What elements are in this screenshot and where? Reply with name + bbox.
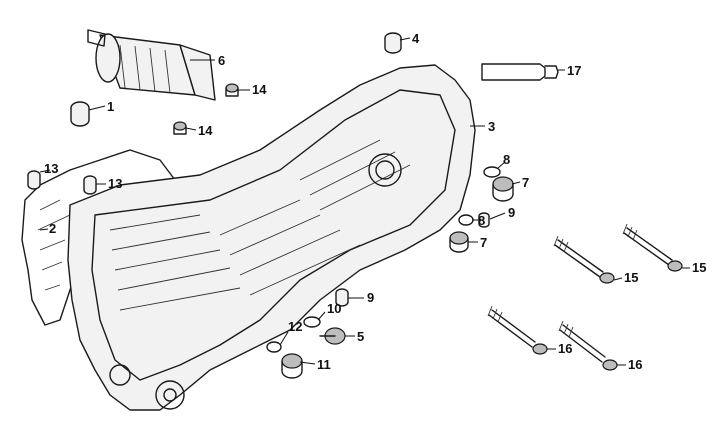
part-7-plug-lower: [449, 231, 469, 253]
callout-8-upper: 8: [503, 152, 510, 167]
callout-15-right: 15: [692, 260, 706, 275]
part-1-dowel: [70, 101, 90, 127]
callout-7-lower: 7: [480, 235, 487, 250]
callout-14-upper: 14: [252, 82, 267, 97]
callout-16-left: 16: [558, 341, 572, 356]
starter-motor: [87, 29, 216, 101]
callout-5: 5: [357, 329, 364, 344]
callout-13-right: 13: [108, 176, 122, 191]
callout-labels: 1 2 3 4 5 6 7 7 8 8 9 9 10 11 12 13 13 1…: [44, 31, 706, 372]
callout-8-lower: 8: [478, 213, 485, 228]
callout-1: 1: [107, 99, 114, 114]
part-8-washer-lower: [458, 214, 474, 226]
leader-lines: [39, 37, 690, 366]
part-17-shaft: [481, 63, 559, 81]
callout-9-lower: 9: [367, 290, 374, 305]
callout-10: 10: [327, 301, 341, 316]
part-4-dowel: [384, 32, 402, 54]
part-14-bolt-b: [173, 121, 187, 135]
callout-12: 12: [288, 319, 302, 334]
bearing-housing: [368, 153, 402, 187]
callout-15-left: 15: [624, 270, 638, 285]
callout-3: 3: [488, 119, 495, 134]
callout-11: 11: [317, 357, 331, 372]
callout-7-upper: 7: [522, 175, 529, 190]
callout-4: 4: [412, 31, 420, 46]
part-15-bolt-b: [622, 223, 683, 272]
part-8-washer-upper: [483, 166, 501, 178]
part-13-pin-b: [83, 175, 97, 195]
part-13-pin-a: [27, 170, 41, 190]
part-15-bolt-a: [553, 235, 615, 284]
part-9-pin-upper: [478, 212, 490, 228]
callout-6: 6: [218, 53, 225, 68]
callout-13-left: 13: [44, 161, 58, 176]
callout-16-right: 16: [628, 357, 642, 372]
part-11-drain-bolt: [281, 353, 303, 379]
part-10-oring: [303, 316, 321, 328]
part-12-washer: [266, 341, 282, 353]
part-16-bolt-a: [487, 305, 548, 355]
part-14-bolt-a: [225, 83, 239, 97]
part-9-pin-lower: [335, 288, 349, 307]
callout-2: 2: [49, 221, 56, 236]
callout-9-upper: 9: [508, 205, 515, 220]
callout-17: 17: [567, 63, 581, 78]
crankcase-main-body: [67, 64, 476, 411]
callout-14-lower: 14: [198, 123, 213, 138]
part-7-plug-upper: [492, 176, 514, 202]
part-5-bolt: [319, 327, 346, 345]
